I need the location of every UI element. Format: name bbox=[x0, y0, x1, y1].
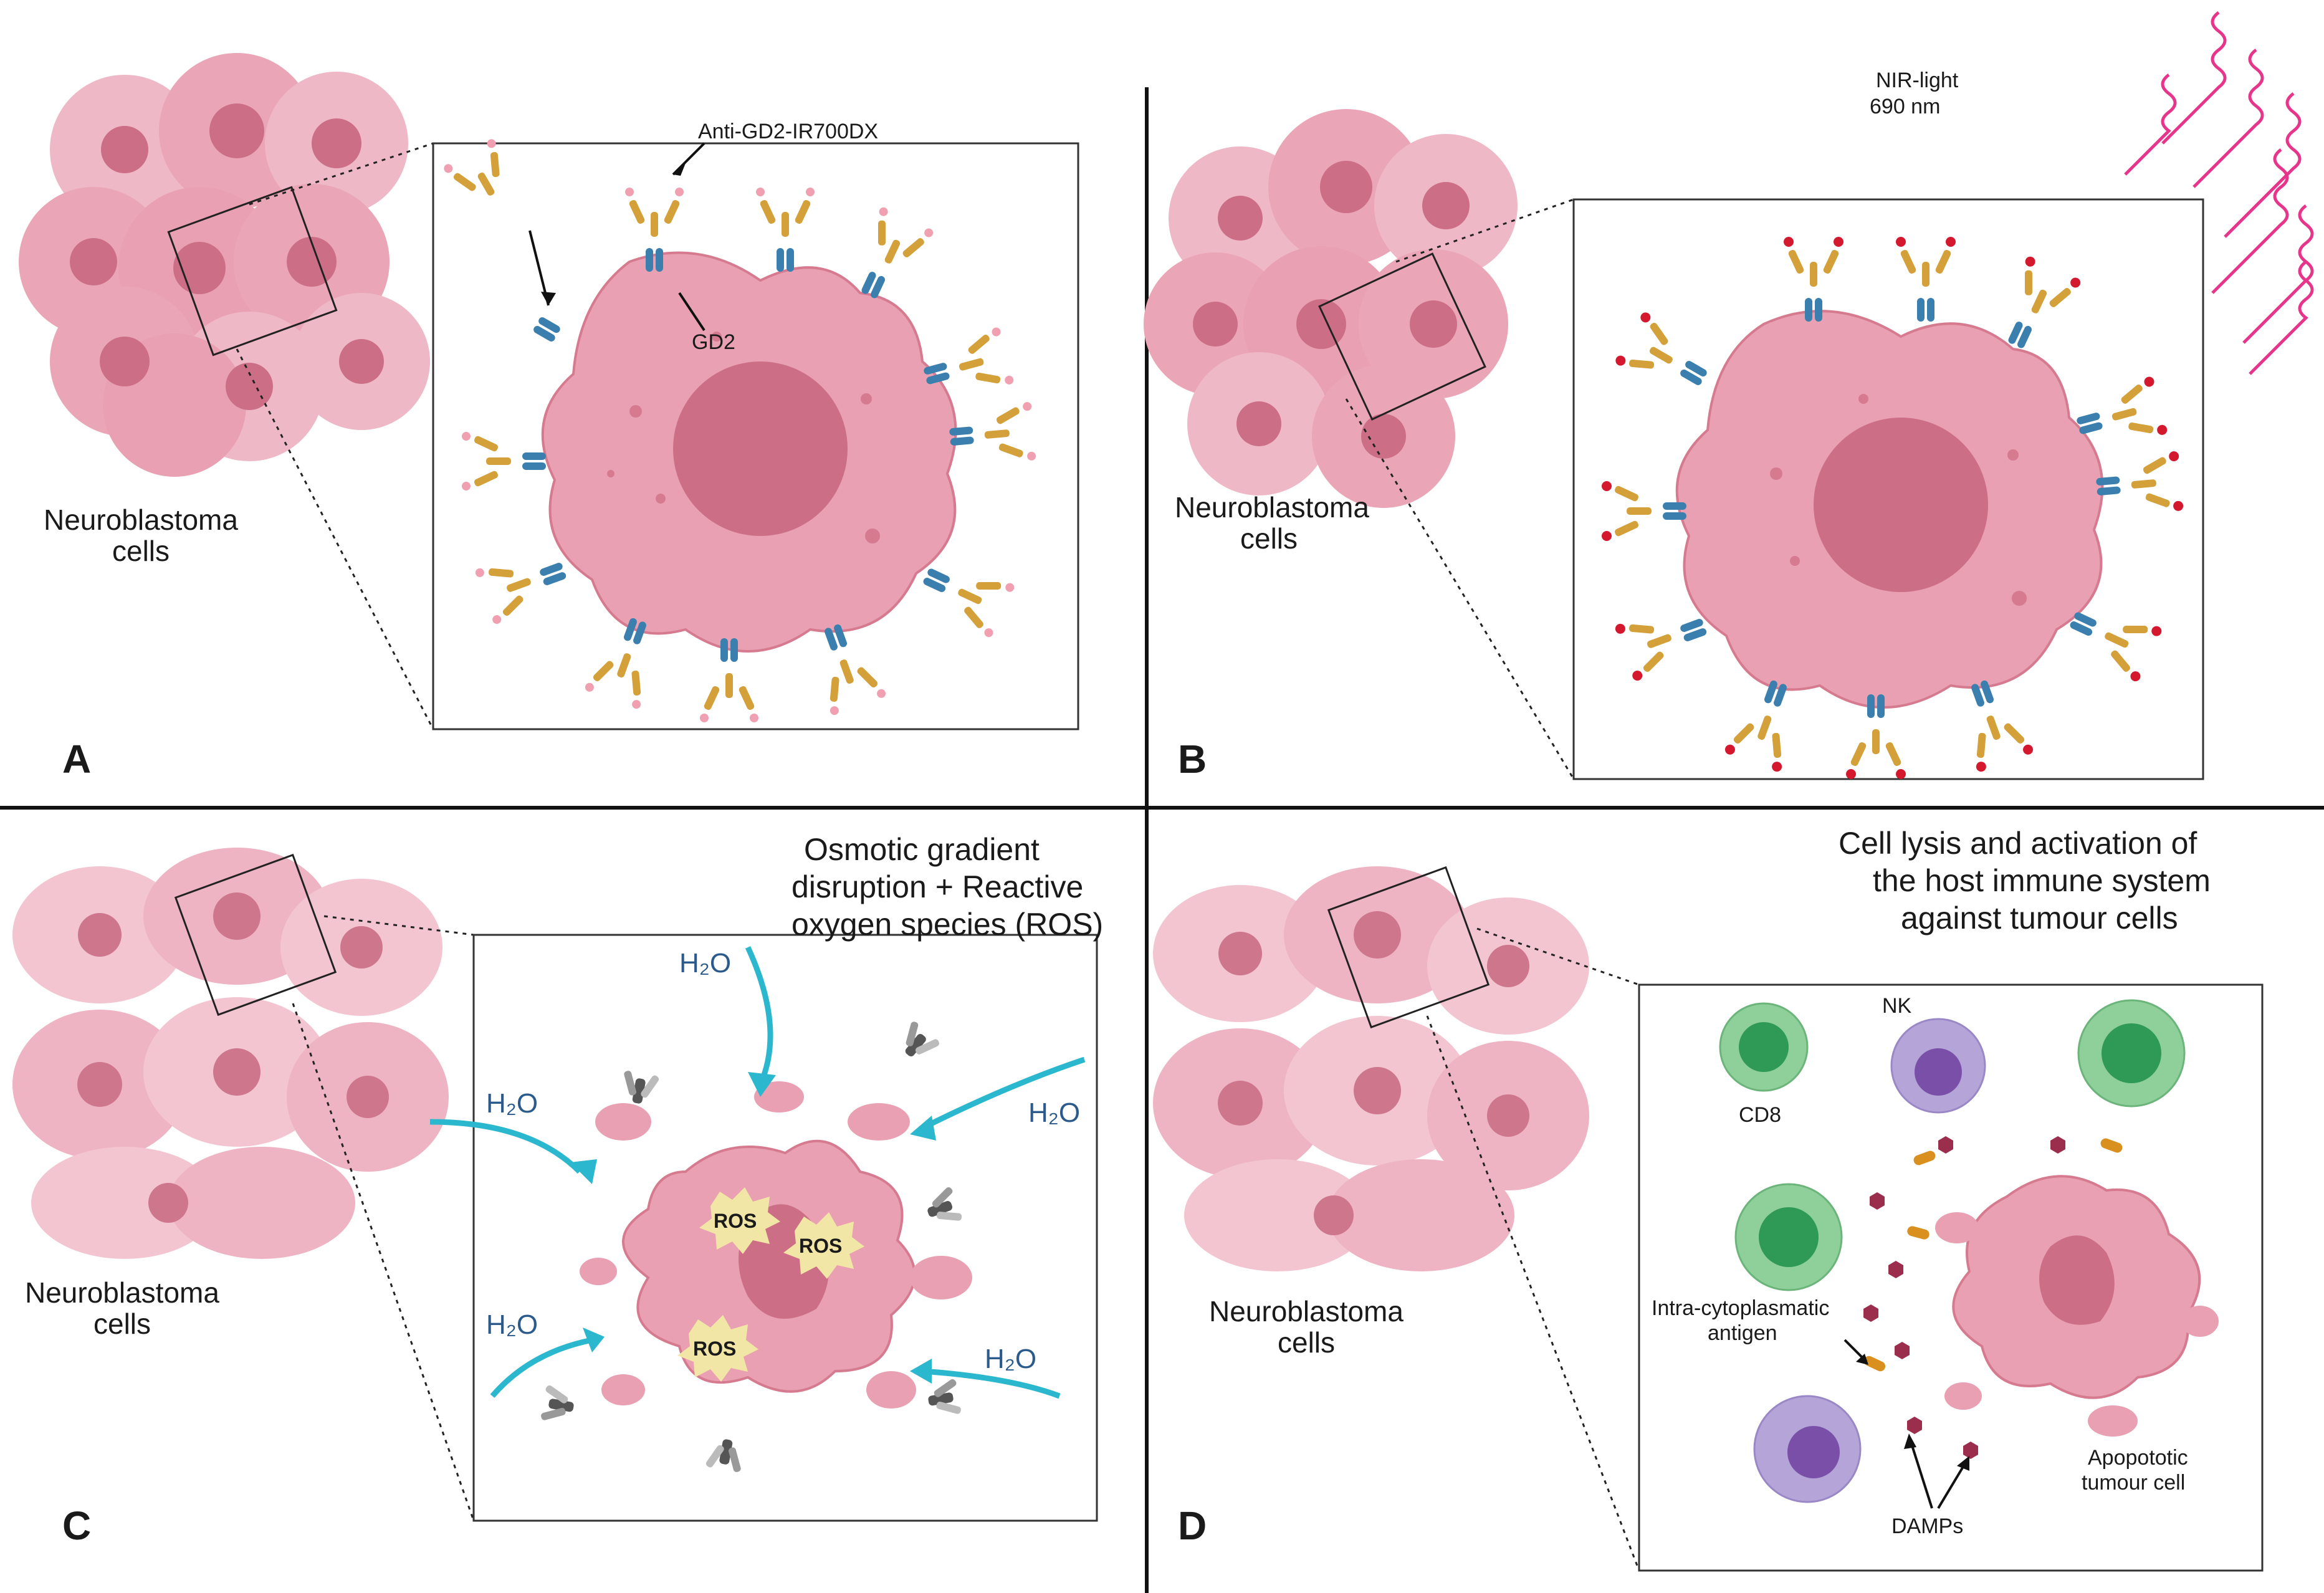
panel-c-zoom-box bbox=[174, 853, 337, 1017]
panel-b-letter: B bbox=[1178, 737, 1207, 782]
panel-d-fragmented-cluster bbox=[1153, 866, 1589, 1271]
cd8-tcell-3 bbox=[1734, 1183, 1843, 1291]
panel-d-zoom-box bbox=[1327, 866, 1490, 1029]
panel-c-cells-label-1: Neuroblastoma bbox=[25, 1276, 219, 1309]
panel-a-arrow-gd2 bbox=[678, 292, 705, 332]
nk-cell-1 bbox=[1890, 1018, 1986, 1114]
panel-a-cells-label-2: cells bbox=[112, 535, 170, 567]
damps-arrow-2 bbox=[1937, 1460, 1968, 1509]
panel-d-title-3: against tumour cells bbox=[1901, 901, 2178, 935]
water-label-left: H₂O bbox=[486, 1088, 538, 1119]
panel-b-nir-label-2: 690 nm bbox=[1870, 95, 1940, 118]
water-label-bottom-right: H₂O bbox=[985, 1344, 1036, 1374]
panel-b-nir-label-1: NIR-light bbox=[1876, 69, 1959, 92]
panel-a-arrow-antibody bbox=[672, 142, 705, 176]
panel-d-cells-label-1: Neuroblastoma bbox=[1209, 1295, 1403, 1328]
ros-label-3: ROS bbox=[693, 1337, 736, 1360]
panel-b-cells-label-1: Neuroblastoma bbox=[1175, 491, 1369, 524]
nk-label: NK bbox=[1882, 994, 1912, 1018]
panel-a-zoom-box bbox=[167, 186, 338, 356]
apoptotic-label-1: Apopototic bbox=[2088, 1446, 2188, 1470]
nk-cell-2 bbox=[1753, 1395, 1862, 1503]
water-label-top: H₂O bbox=[679, 948, 731, 978]
panel-a-antibody-label: Anti-GD2-IR700DX bbox=[698, 120, 878, 143]
panel-c-title-2: disruption + Reactive bbox=[791, 869, 1083, 904]
panel-d-letter: D bbox=[1178, 1503, 1207, 1548]
panel-b-nucleus bbox=[1814, 418, 1988, 592]
antigen-label-1: Intra-cytoplasmatic bbox=[1652, 1296, 1829, 1320]
cd8-label: CD8 bbox=[1739, 1103, 1781, 1127]
antigen-label-2: antigen bbox=[1708, 1321, 1777, 1345]
panel-c-letter: C bbox=[62, 1503, 91, 1548]
panel-a-gd2-label: GD2 bbox=[692, 330, 735, 354]
panel-a-nucleus bbox=[673, 361, 848, 536]
panel-a-cells-label-1: Neuroblastoma bbox=[44, 504, 238, 536]
ros-label-1: ROS bbox=[714, 1210, 757, 1232]
panel-d-cells-label-2: cells bbox=[1278, 1326, 1335, 1359]
panel-c-title-3: oxygen species (ROS) bbox=[791, 907, 1103, 942]
panel-c-title-1: Osmotic gradient bbox=[804, 832, 1040, 867]
damps-label: DAMPs bbox=[1891, 1514, 1963, 1538]
ros-label-2: ROS bbox=[799, 1235, 842, 1257]
water-label-bottom-left: H₂O bbox=[486, 1309, 538, 1340]
damps-arrow-1 bbox=[1909, 1439, 1933, 1509]
panel-d-title-2: the host immune system bbox=[1873, 863, 2211, 898]
intracellular-antigens bbox=[1863, 1138, 2123, 1372]
panel-a-letter: A bbox=[62, 737, 91, 782]
panel-c: ROS ROS ROS H₂O H₂O H₂O H₂O H₂O Osmot bbox=[12, 832, 1103, 1548]
panel-c-fragmented-cluster bbox=[12, 848, 449, 1259]
panel-d: CD8 NK Intra-cytoplasmatic antigen Apopo… bbox=[1153, 826, 2264, 1572]
panel-d-title-1: Cell lysis and activation of bbox=[1839, 826, 2197, 861]
apoptotic-label-2: tumour cell bbox=[2082, 1471, 2185, 1495]
damps bbox=[1863, 1136, 2065, 1459]
cd8-tcell-1 bbox=[1719, 1002, 1809, 1092]
panel-a-tumour-cluster bbox=[19, 53, 430, 477]
panel-c-water-arrows bbox=[429, 946, 1086, 1399]
cd8-tcell-2 bbox=[2077, 999, 2186, 1107]
panel-b-zoom-box bbox=[1318, 252, 1486, 421]
panel-b-nir-light-rays bbox=[2124, 11, 2314, 375]
panel-b: NIR-light 690 nm Neuroblastoma cells B bbox=[1144, 11, 2314, 782]
panel-b-tumour-cluster bbox=[1144, 109, 1518, 508]
panel-b-cells-label-2: cells bbox=[1240, 522, 1298, 555]
panel-a: Anti-GD2-IR700DX GD2 Neuroblastoma cells… bbox=[19, 53, 1079, 782]
panel-c-ros-bursts: ROS ROS ROS bbox=[677, 1187, 864, 1382]
panel-c-cells-label-2: cells bbox=[93, 1308, 151, 1340]
water-label-right: H₂O bbox=[1028, 1098, 1080, 1128]
